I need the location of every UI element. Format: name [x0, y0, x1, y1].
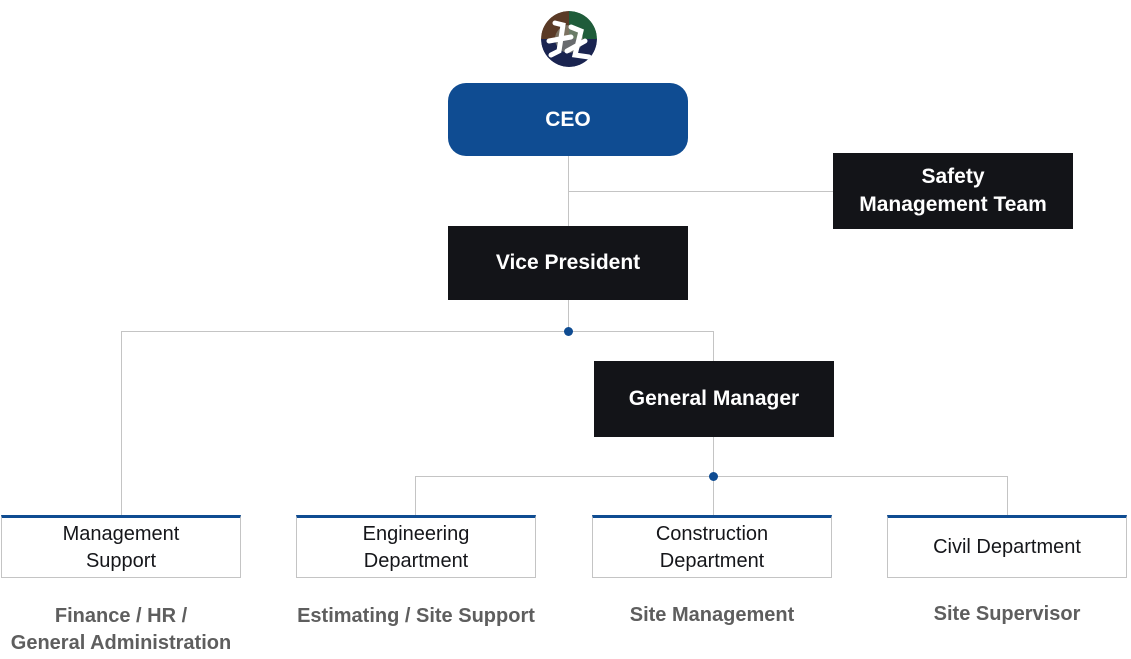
junction-dot-vp [564, 327, 573, 336]
roles-line1: Site Supervisor [933, 603, 1081, 625]
safety-label-line2: Management Team [859, 193, 1047, 216]
connector-vp-down [568, 300, 569, 331]
department-roles-civil: Site Supervisor [857, 601, 1131, 628]
general-manager-node: General Manager [594, 361, 834, 437]
department-name-line1: Construction [655, 522, 769, 545]
department-engineering: Engineering Department [296, 515, 536, 578]
ceo-node: CEO [448, 83, 688, 156]
department-name-line1: Management [62, 522, 180, 545]
connector-civil [1007, 476, 1008, 516]
roles-line2: General Administration [10, 632, 232, 654]
department-name-line2: Department [363, 549, 469, 572]
connector-gm [713, 331, 714, 361]
department-roles-engineering: Estimating / Site Support [266, 603, 566, 630]
department-civil: Civil Department [887, 515, 1127, 578]
department-name-line1: Engineering [362, 522, 470, 545]
roles-line1: Finance / HR / [54, 605, 188, 627]
department-management-support: Management Support [1, 515, 241, 578]
department-name-line2: Department [659, 549, 765, 572]
general-manager-label: General Manager [628, 387, 800, 410]
safety-label-line1: Safety [921, 165, 985, 188]
connector-vp-branch [121, 331, 714, 332]
junction-dot-gm [709, 472, 718, 481]
department-construction: Construction Department [592, 515, 832, 578]
roles-line1: Site Management [629, 604, 795, 626]
department-roles-construction: Site Management [562, 602, 862, 629]
connector-safety [568, 191, 833, 192]
roles-line1: Estimating / Site Support [297, 605, 535, 627]
connector-mgmt-support [121, 331, 122, 516]
department-roles-management-support: Finance / HR / General Administration [0, 603, 262, 657]
company-logo-icon [541, 11, 597, 67]
department-name: Civil Department [933, 536, 1081, 558]
vice-president-label: Vice President [495, 251, 641, 274]
safety-management-team-node: Safety Management Team [833, 153, 1073, 229]
ceo-label: CEO [545, 107, 591, 131]
vice-president-node: Vice President [448, 226, 688, 300]
connector-engineering [415, 476, 416, 516]
department-name-line2: Support [85, 549, 157, 572]
